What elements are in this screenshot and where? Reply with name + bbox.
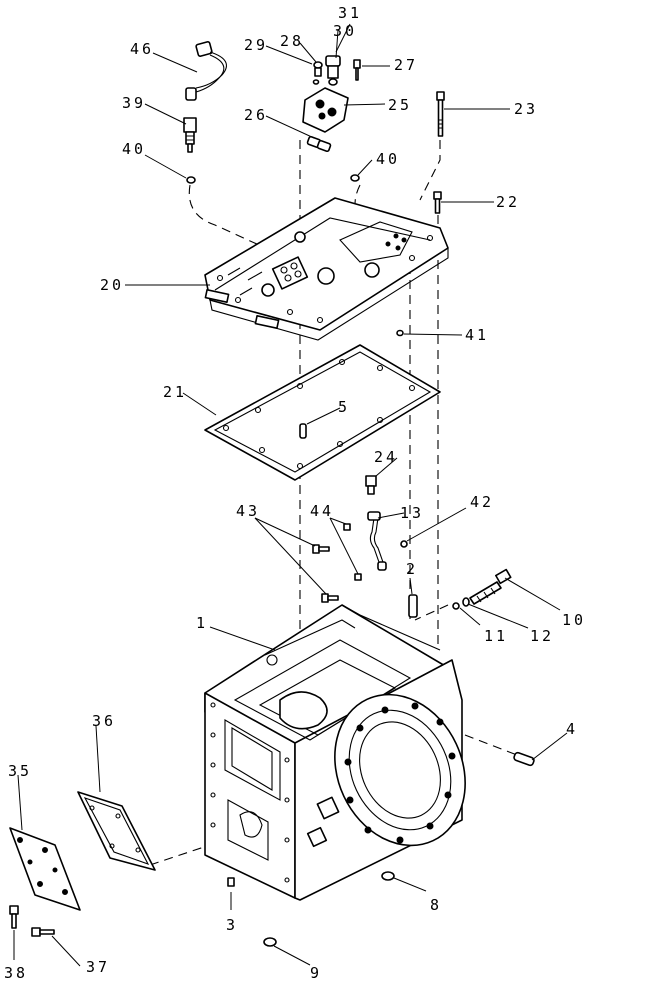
- callout-44: 44: [310, 502, 334, 520]
- callout-28: 28: [280, 32, 304, 50]
- part-20-valve-cover: [204, 197, 449, 341]
- callout-39: 39: [122, 94, 146, 112]
- callout-40: 40: [122, 140, 146, 158]
- callout-29: 29: [244, 36, 268, 54]
- part-5-dowel: [299, 423, 307, 439]
- callout-23: 23: [514, 100, 538, 118]
- callout-3: 3: [226, 916, 238, 934]
- callout-36: 36: [92, 712, 116, 730]
- callout-8: 8: [430, 896, 442, 914]
- callout-12: 12: [530, 627, 554, 645]
- part-4-pin: [513, 751, 535, 767]
- callout-10: 10: [562, 611, 586, 629]
- part-37-bolt: [31, 927, 55, 937]
- callout-41: 41: [465, 326, 489, 344]
- callout-21: 21: [163, 383, 187, 401]
- part-40-o-ring-2: [350, 174, 360, 182]
- part-35-cover-plate: [9, 827, 81, 911]
- part-41-o-ring: [396, 329, 404, 337]
- part-36-cover-gasket: [77, 791, 156, 871]
- leader-lines: [13, 23, 568, 967]
- callout-38: 38: [4, 964, 28, 982]
- part-8-plug: [381, 871, 395, 881]
- part-11-washer: [452, 602, 460, 610]
- callout-26: 26: [244, 106, 268, 124]
- part-22-bolt: [433, 191, 442, 214]
- callout-25: 25: [388, 96, 412, 114]
- part-46-wire-sensor: [185, 41, 227, 101]
- callout-4: 4: [566, 720, 578, 738]
- part-42-o-ring: [400, 540, 408, 548]
- callout-46: 46: [130, 40, 154, 58]
- part-28-29-screw-washer: [312, 61, 323, 85]
- part-12-seal: [462, 597, 470, 607]
- callout-24: 24: [374, 448, 398, 466]
- part-44-plug-bottom: [354, 573, 362, 581]
- callout-35: 35: [8, 762, 32, 780]
- callout-42: 42: [470, 493, 494, 511]
- callout-5: 5: [338, 398, 350, 416]
- part-13-tube: [367, 511, 387, 571]
- part-9-plug: [263, 937, 277, 947]
- part-40-o-ring: [186, 176, 196, 184]
- callout-2: 2: [406, 560, 418, 578]
- callout-labels: 46 39 40 29 28 30 31 27 25 26 23 40 22 2…: [4, 4, 586, 982]
- part-10-screw: [469, 568, 512, 605]
- part-39-sensor: [183, 117, 197, 153]
- callout-22: 22: [496, 193, 520, 211]
- callout-43: 43: [236, 502, 260, 520]
- part-23-long-bolt: [436, 91, 445, 137]
- part-25-valve-block: [302, 87, 349, 133]
- callout-30: 30: [333, 22, 357, 40]
- callout-1: 1: [196, 614, 208, 632]
- part-21-gasket: [204, 344, 441, 481]
- part-31-fitting: [325, 55, 341, 86]
- callout-11: 11: [484, 627, 508, 645]
- part-27-bolt: [353, 59, 361, 81]
- part-24-fitting: [365, 475, 377, 495]
- part-3-plug: [227, 877, 235, 887]
- part-2-pin: [408, 594, 418, 618]
- callout-13: 13: [400, 504, 424, 522]
- callout-27: 27: [394, 56, 418, 74]
- part-26-gaskets: [306, 135, 332, 153]
- callout-37: 37: [86, 958, 110, 976]
- callout-40-b: 40: [376, 150, 400, 168]
- part-43-bolts: [312, 544, 339, 603]
- callout-9: 9: [310, 964, 322, 982]
- part-38-bolt: [9, 905, 19, 929]
- part-1-housing: [204, 604, 466, 901]
- part-44-plug-top: [343, 523, 351, 531]
- callout-20: 20: [100, 276, 124, 294]
- callout-31: 31: [338, 4, 362, 22]
